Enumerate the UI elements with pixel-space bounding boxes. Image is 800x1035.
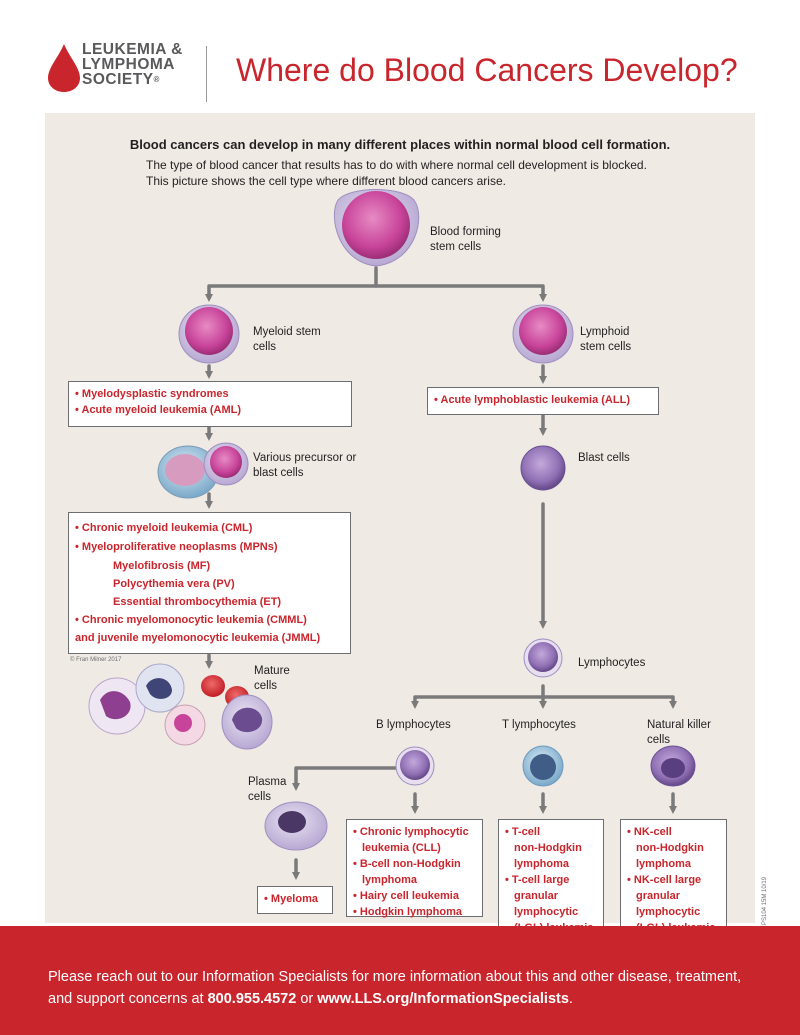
arrows: [205, 266, 677, 880]
disease-item: • B-cell non-Hodgkin: [353, 858, 461, 870]
label-myeloid: Myeloid stem cells: [253, 326, 321, 353]
print-code-text: PS104 15M 10/19: [762, 876, 768, 925]
label-nk-cells: Natural killer cells: [647, 719, 711, 746]
disease-item: • Acute lymphoblastic leukemia (ALL): [434, 394, 630, 406]
header-divider: [206, 46, 207, 102]
disease-subitem: Essential thrombocythemia (ET): [113, 596, 282, 608]
footer-text-b: or: [296, 991, 318, 1007]
disease-item-continued: lymphoma: [636, 858, 692, 870]
lymphoid-cell-icon: [512, 304, 574, 364]
logo-text: LEUKEMIA & LYMPHOMA SOCIETY®: [82, 41, 183, 88]
nk-cell-icon: [650, 745, 696, 787]
label-precursor: Various precursor or blast cells: [253, 452, 357, 479]
disease-item: • Acute myeloid leukemia (AML): [75, 404, 242, 416]
disease-item: • Chronic myelomonocytic leukemia (CMML): [75, 614, 307, 626]
page-title: Where do Blood Cancers Develop?: [236, 52, 738, 88]
disease-item: • T-cell: [505, 826, 541, 838]
box-myeloid-diseases: • Myelodysplastic syndromes • Acute myel…: [68, 381, 352, 427]
logo-line-1: LEUKEMIA &: [82, 41, 183, 58]
box-nk-cell-diseases: • NK-cell non-Hodgkin lymphoma • NK-cell…: [620, 819, 727, 939]
disease-item-continued: granular: [636, 890, 681, 902]
intro-body: The type of blood cancer that results ha…: [146, 158, 647, 188]
illustration-credit: © Fran Milner 2017: [70, 657, 122, 663]
label-t-lymphocytes: T lymphocytes: [502, 719, 576, 731]
label-blast: Blast cells: [578, 452, 630, 464]
b-lymphocyte-icon: [395, 746, 435, 786]
disease-item: • Myeloma: [264, 893, 318, 905]
box-chronic-myeloid-diseases: • Chronic myeloid leukemia (CML) • Myelo…: [68, 512, 351, 654]
label-mature: Mature cells: [254, 665, 290, 692]
footer-text-a: Please reach out to our Information Spec…: [48, 969, 742, 1007]
disease-item-continued: and juvenile myelomonocytic leukemia (JM…: [75, 632, 321, 644]
label-stem-cells: Blood forming stem cells: [430, 226, 501, 253]
disease-item-continued: lymphocytic: [636, 906, 701, 918]
disease-item-continued: lymphoma: [362, 874, 418, 886]
logo-line-2: LYMPHOMA: [82, 56, 175, 73]
disease-item: • Myelodysplastic syndromes: [75, 388, 229, 400]
disease-item: • NK-cell: [627, 826, 672, 838]
myeloid-cell-icon: [178, 304, 240, 364]
disease-item-continued: lymphoma: [514, 858, 570, 870]
logo[interactable]: [40, 36, 200, 96]
disease-item: • Chronic lymphocytic: [353, 826, 469, 838]
blood-drop-icon: [48, 44, 80, 92]
registered-mark: ®: [153, 75, 160, 84]
precursor-cells-icon: [157, 442, 249, 499]
footer-text-c: .: [568, 991, 573, 1007]
plasma-cell-icon: [264, 801, 328, 851]
mature-cells-icon: [88, 663, 273, 750]
disease-subitem: Myelofibrosis (MF): [113, 560, 211, 572]
box-t-cell-diseases: • T-cell non-Hodgkin lymphoma • T-cell l…: [498, 819, 604, 939]
disease-item: • Hairy cell leukemia: [353, 890, 459, 902]
box-b-cell-diseases: • Chronic lymphocytic leukemia (CLL) • B…: [346, 819, 483, 918]
disease-item: • Hodgkin lymphoma: [353, 906, 462, 918]
disease-item-continued: leukemia (CLL): [362, 842, 441, 854]
footer-text: Please reach out to our Information Spec…: [48, 966, 768, 1010]
disease-item: • NK-cell large: [627, 874, 702, 886]
footer-phone[interactable]: 800.955.4572: [207, 991, 297, 1007]
label-lymphoid: Lymphoid stem cells: [580, 326, 632, 353]
box-myeloma: • Myeloma: [257, 886, 333, 914]
footer-banner: [0, 926, 800, 1035]
label-lymphocytes: Lymphocytes: [578, 657, 646, 669]
disease-subitem: Polycythemia vera (PV): [113, 578, 235, 590]
blast-cell-icon: [520, 445, 566, 491]
disease-item: • T-cell large: [505, 874, 570, 886]
stem-cell-icon: [333, 189, 420, 267]
label-plasma: Plasma cells: [248, 776, 287, 803]
footer-url-link[interactable]: www.LLS.org/InformationSpecialists: [317, 991, 569, 1007]
disease-item-continued: non-Hodgkin: [514, 842, 582, 854]
label-b-lymphocytes: B lymphocytes: [376, 719, 451, 731]
box-lymphoid-diseases: • Acute lymphoblastic leukemia (ALL): [427, 387, 659, 415]
disease-item-continued: non-Hodgkin: [636, 842, 704, 854]
intro-headline: Blood cancers can develop in many differ…: [129, 137, 671, 152]
disease-item: • Chronic myeloid leukemia (CML): [75, 522, 253, 534]
disease-item-continued: lymphocytic: [514, 906, 579, 918]
lymphocyte-icon: [523, 638, 563, 678]
disease-item-continued: granular: [514, 890, 559, 902]
t-lymphocyte-icon: [522, 745, 564, 787]
logo-line-3: SOCIETY: [82, 71, 154, 88]
disease-item: • Myeloproliferative neoplasms (MPNs): [75, 541, 278, 553]
